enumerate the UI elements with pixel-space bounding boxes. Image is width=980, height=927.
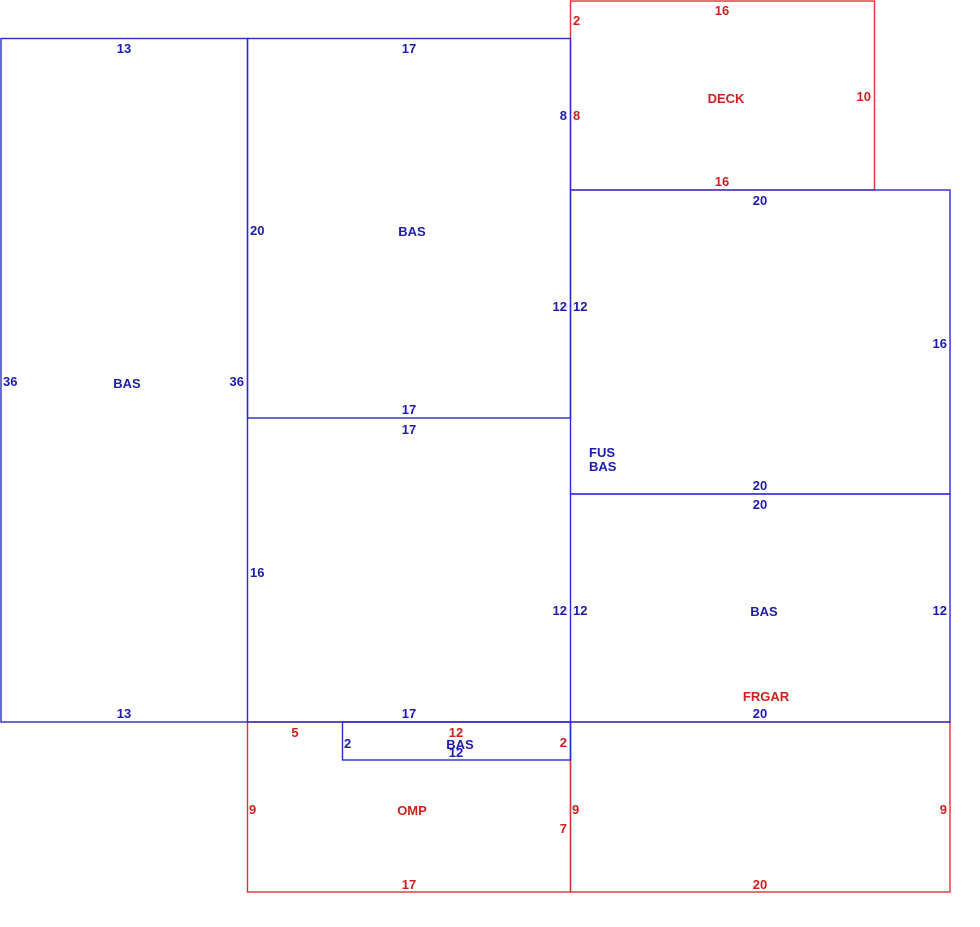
dim-label: 9 <box>249 802 256 817</box>
dim-label: 16 <box>933 336 947 351</box>
dim-label: 2 <box>573 13 580 28</box>
dim-label: 13 <box>117 41 131 56</box>
garage-outline <box>569 721 951 893</box>
dim-label: 17 <box>402 41 416 56</box>
area-label-deck: DECK <box>708 91 745 106</box>
dim-label: 9 <box>572 802 579 817</box>
dim-label: 20 <box>753 478 767 493</box>
dim-label: 17 <box>402 402 416 417</box>
dim-label: 16 <box>715 174 729 189</box>
dim-label: 12 <box>573 603 587 618</box>
area-label-omp: OMP <box>397 803 427 818</box>
dim-label: 20 <box>753 877 767 892</box>
area-label-upper-bas: BAS <box>398 224 426 239</box>
dim-label: 10 <box>857 89 871 104</box>
dim-label: 8 <box>560 108 567 123</box>
dim-label: 20 <box>753 497 767 512</box>
dim-label: 16 <box>250 565 264 580</box>
strip-bas-outline <box>341 721 572 761</box>
area-label-fus: FUS <box>589 445 615 460</box>
dim-label: 8 <box>573 108 580 123</box>
right-fus-outline <box>569 189 951 495</box>
area-label-left-bas: BAS <box>113 376 141 391</box>
dim-label: 20 <box>753 706 767 721</box>
dim-label: 13 <box>117 706 131 721</box>
dim-label: 17 <box>402 877 416 892</box>
dim-label: 5 <box>291 725 298 740</box>
dim-label: 12 <box>449 745 463 760</box>
dim-label: 2 <box>560 735 567 750</box>
dim-label: 2 <box>344 736 351 751</box>
area-label-strip-bas: BAS <box>446 737 474 752</box>
dim-label: 7 <box>560 821 567 836</box>
dim-label: 36 <box>3 374 17 389</box>
area-label-fus-bas: BAS <box>589 459 617 474</box>
dim-label: 17 <box>402 706 416 721</box>
dim-label: 12 <box>933 603 947 618</box>
dim-label: 12 <box>553 299 567 314</box>
dim-label: 12 <box>573 299 587 314</box>
area-label-lower-bas: BAS <box>750 604 778 619</box>
dim-label: 20 <box>250 223 264 238</box>
lower-bas-outline <box>569 493 951 723</box>
dim-label: 12 <box>553 603 567 618</box>
dim-label: 9 <box>940 802 947 817</box>
dim-label: 16 <box>715 3 729 18</box>
dim-label: 17 <box>402 422 416 437</box>
dim-label: 12 <box>449 725 463 740</box>
dim-label: 20 <box>753 193 767 208</box>
area-label-frgar: FRGAR <box>743 689 790 704</box>
dim-label: 36 <box>230 374 244 389</box>
